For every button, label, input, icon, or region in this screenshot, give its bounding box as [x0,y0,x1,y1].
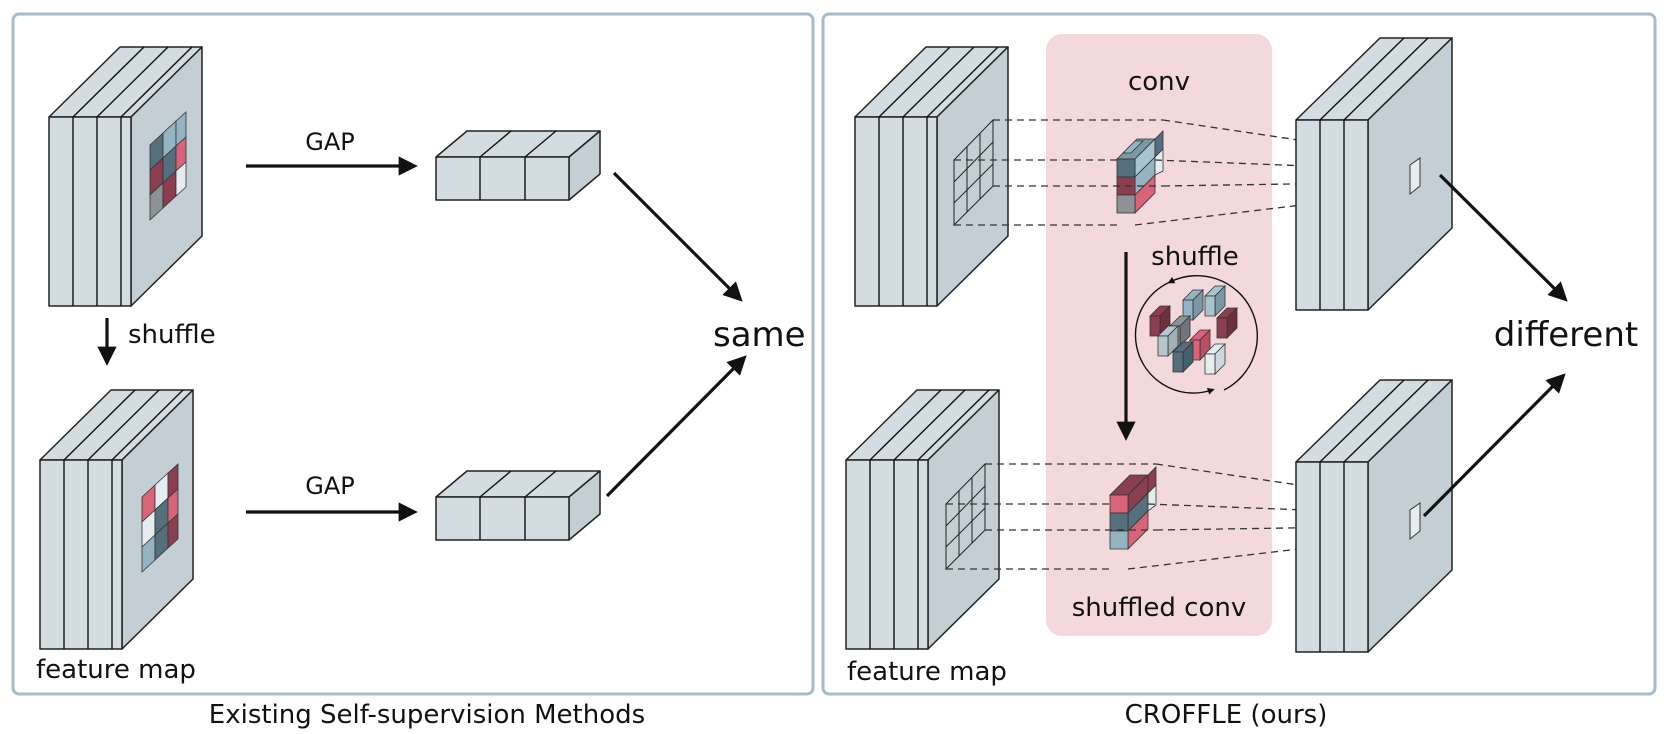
conv-label: conv [1128,67,1190,97]
gap-label-top: GAP [305,128,355,156]
right-panel-border [821,12,1657,696]
output-feature-map-bottom [1295,379,1453,653]
result-different-label: different [1494,315,1638,355]
shuffle-cycle-icon [1134,274,1259,395]
diverge-arrow-bottom-icon [1422,373,1566,518]
caption-left: Existing Self-supervision Methods [209,700,645,730]
feature-map-block-bottom [39,389,194,650]
output-pixel-bottom [1409,502,1421,541]
input-feature-map-top [854,46,1009,307]
kernel-cells-original [149,111,187,221]
right-panel: conv shuffled conv [821,12,1657,696]
left-panel: shuffle GAP GAP same featur [11,12,815,696]
feature-map-block-top [48,46,203,307]
feature-map-label-right: feature map [847,657,1007,687]
pooled-vector-bottom [435,470,601,541]
converge-arrow-top-icon [612,171,743,302]
feature-map-label-left: feature map [36,655,196,685]
shuffle-label-right: shuffle [1151,242,1239,272]
pooled-vector-top [435,130,601,201]
output-feature-map-top [1295,37,1453,311]
gap-label-bottom: GAP [305,472,355,500]
converge-arrow-bottom-icon [605,355,747,498]
input-feature-map-bottom [845,389,1000,650]
shuffled-conv-label: shuffled conv [1072,593,1246,623]
caption-right: CROFFLE (ours) [1125,700,1328,730]
receptive-field-grid-top [953,118,994,227]
output-pixel-top [1409,157,1421,196]
diverge-arrow-top-icon [1438,173,1568,302]
shuffle-label: shuffle [128,320,216,350]
shuffled-conv-kernel [1109,466,1157,550]
result-same-label: same [713,315,806,355]
left-panel-border [11,12,815,696]
kernel-cells-shuffled [141,463,179,573]
